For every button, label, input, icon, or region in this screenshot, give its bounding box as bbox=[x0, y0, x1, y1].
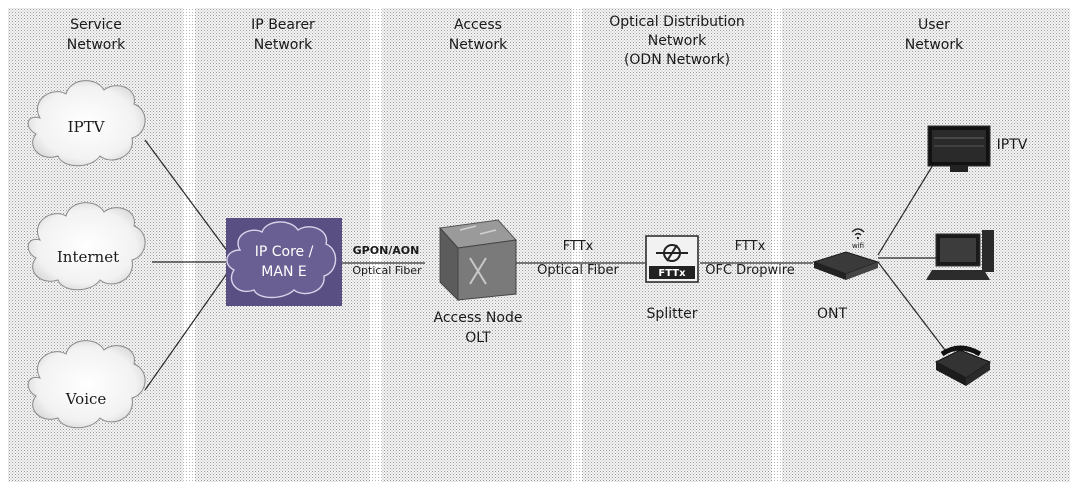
cloud-icon bbox=[27, 202, 146, 291]
telephone-device bbox=[934, 345, 992, 386]
svg-text:Optical Distribution: Optical Distribution bbox=[609, 14, 745, 30]
cloud-icon bbox=[27, 340, 146, 429]
computer-icon bbox=[926, 230, 994, 280]
svg-text:Network: Network bbox=[648, 33, 707, 49]
column-title-odn: Optical Distribution Network (ODN Networ… bbox=[609, 14, 745, 68]
cloud-internet: Internet bbox=[27, 202, 146, 291]
svg-text:FTTx: FTTx bbox=[735, 239, 766, 254]
column-title-service: Service Network bbox=[67, 17, 126, 53]
svg-text:Network: Network bbox=[905, 37, 964, 53]
column-title-access: Access Network bbox=[449, 17, 508, 53]
column-title-ip-bearer: IP Bearer Network bbox=[251, 17, 315, 53]
svg-text:ONT: ONT bbox=[817, 306, 847, 322]
olt-switch-icon bbox=[438, 219, 518, 302]
svg-text:wifi: wifi bbox=[852, 242, 864, 250]
svg-text:Access: Access bbox=[454, 17, 502, 33]
cloud-icon bbox=[27, 80, 146, 167]
link-label-olt-splitter: FTTx Optical Fiber bbox=[537, 239, 619, 278]
link-label-core-olt: GPON/AON Optical Fiber bbox=[352, 244, 422, 277]
ont-router-icon bbox=[812, 251, 880, 280]
cloud-iptv: IPTV bbox=[27, 80, 146, 167]
line-ont-phone bbox=[877, 261, 946, 351]
svg-text:Network: Network bbox=[449, 37, 508, 53]
svg-text:GPON/AON: GPON/AON bbox=[353, 244, 420, 257]
svg-text:Internet: Internet bbox=[57, 248, 119, 266]
line-ont-tv bbox=[877, 159, 937, 256]
svg-text:Optical Fiber: Optical Fiber bbox=[537, 263, 619, 278]
svg-text:IP Bearer: IP Bearer bbox=[251, 17, 315, 33]
ip-core-node: IP Core / MAN E bbox=[226, 218, 342, 306]
svg-text:OLT: OLT bbox=[465, 330, 491, 346]
computer-device bbox=[926, 230, 994, 280]
tv-icon bbox=[927, 125, 991, 172]
connection-lines bbox=[144, 139, 946, 391]
splitter-icon: FTTx bbox=[645, 235, 699, 283]
svg-text:Network: Network bbox=[254, 37, 313, 53]
svg-text:MAN E: MAN E bbox=[261, 264, 306, 280]
svg-text:Access Node: Access Node bbox=[434, 310, 523, 326]
svg-text:FTTx: FTTx bbox=[658, 268, 686, 279]
svg-text:OFC Dropwire: OFC Dropwire bbox=[705, 263, 795, 278]
svg-text:User: User bbox=[918, 17, 950, 33]
link-label-splitter-ont: FTTx OFC Dropwire bbox=[705, 239, 795, 278]
svg-text:Voice: Voice bbox=[65, 390, 107, 408]
svg-text:IPTV: IPTV bbox=[68, 118, 106, 136]
column-title-user: User Network bbox=[905, 17, 964, 53]
cloud-voice: Voice bbox=[27, 340, 146, 429]
olt-node: Access Node OLT bbox=[434, 219, 523, 346]
column-band-user bbox=[782, 8, 1070, 482]
svg-text:FTTx: FTTx bbox=[563, 239, 594, 254]
svg-text:Optical Fiber: Optical Fiber bbox=[352, 264, 422, 277]
svg-text:IPTV: IPTV bbox=[997, 137, 1028, 153]
tv-device: IPTV bbox=[927, 125, 1028, 172]
svg-text:(ODN Network): (ODN Network) bbox=[624, 52, 730, 68]
ont-node: wifi ONT bbox=[812, 228, 880, 322]
svg-text:IP Core /: IP Core / bbox=[255, 244, 314, 260]
wifi-icon: wifi bbox=[851, 228, 865, 250]
svg-text:Service: Service bbox=[70, 17, 122, 33]
telephone-icon bbox=[934, 345, 992, 386]
line-iptv-core bbox=[144, 139, 229, 253]
svg-text:Splitter: Splitter bbox=[647, 306, 698, 322]
svg-text:Network: Network bbox=[67, 37, 126, 53]
line-voice-core bbox=[144, 271, 229, 391]
splitter-node: FTTx Splitter bbox=[645, 235, 699, 322]
